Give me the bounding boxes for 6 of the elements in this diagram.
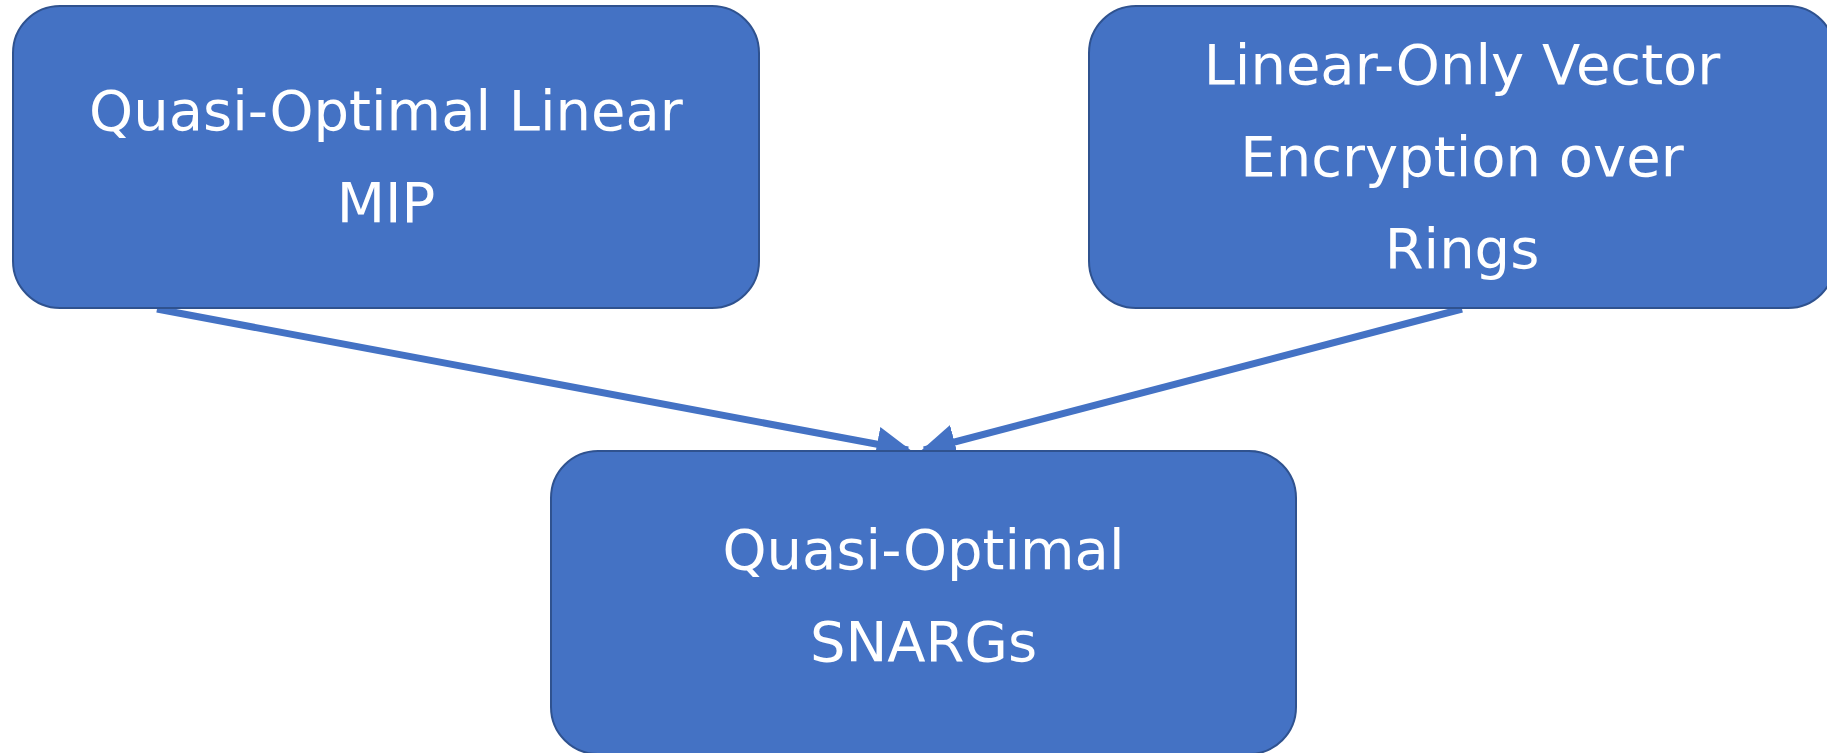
process-box — [1088, 5, 1827, 309]
box-label: Quasi-Optimal Linear MIP — [88, 77, 684, 237]
box-label: Linear-Only Vector Encryption over Rings — [1202, 31, 1722, 283]
box-label: Quasi-Optimal SNARGs — [721, 516, 1126, 676]
process-box — [550, 450, 1297, 753]
process-box — [12, 5, 760, 309]
